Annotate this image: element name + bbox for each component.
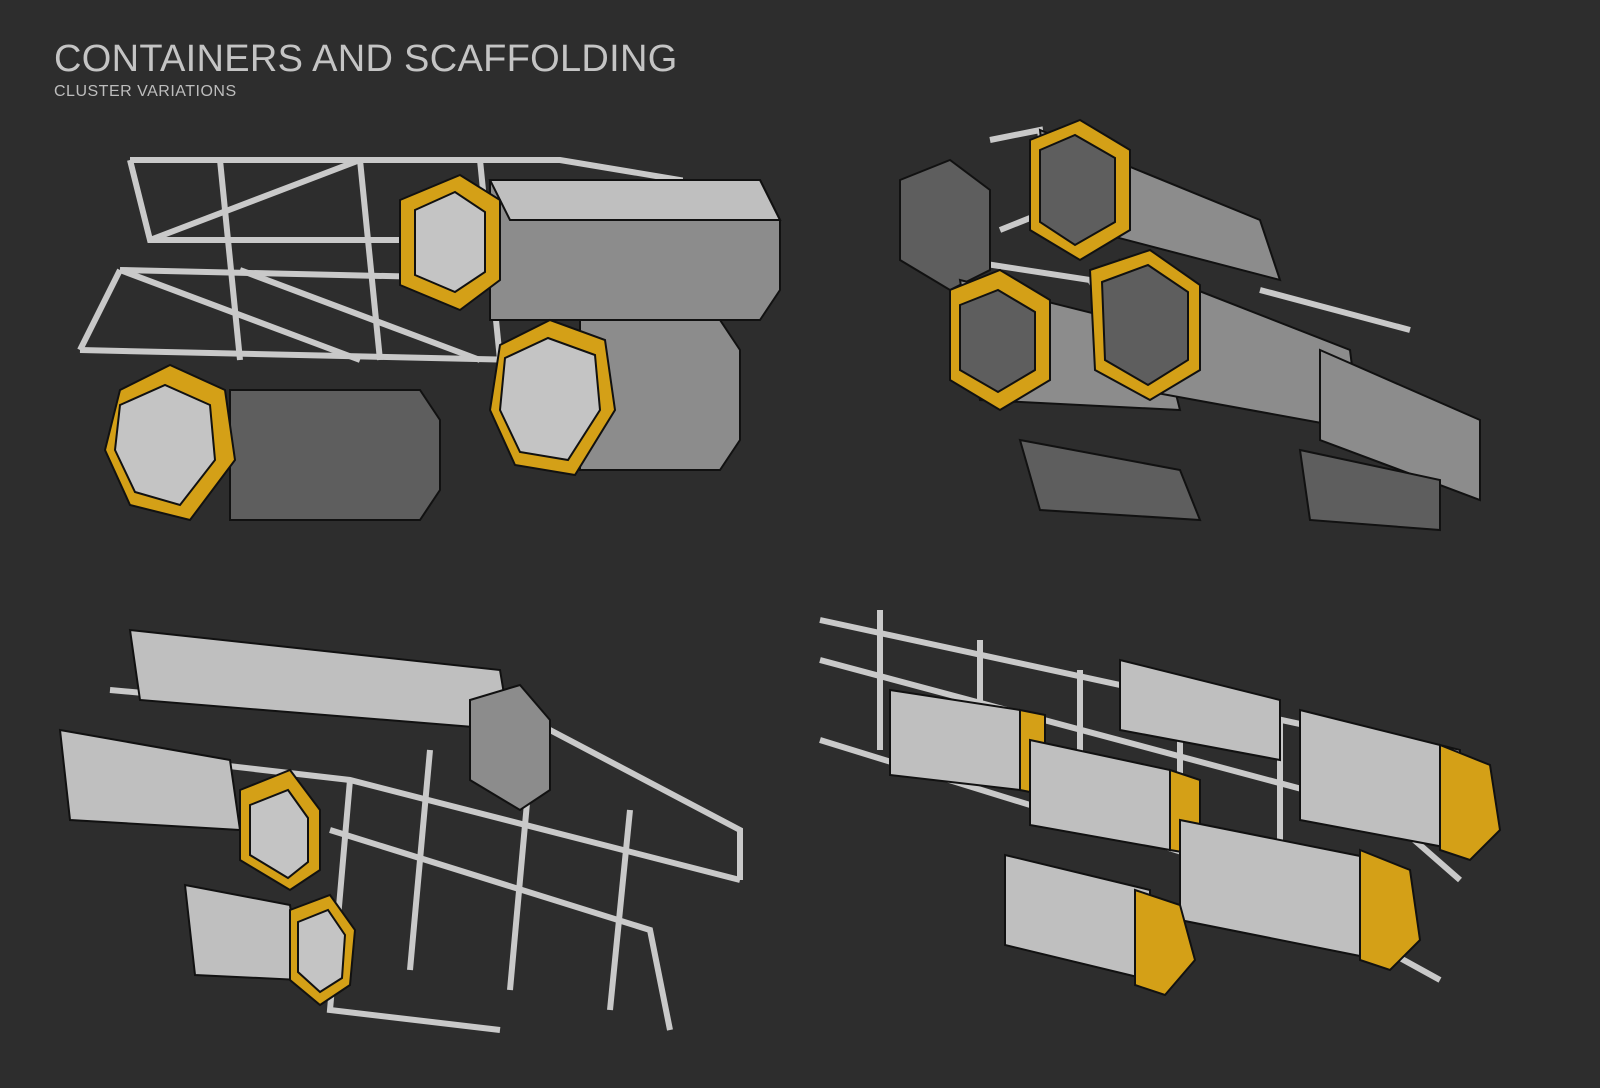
render-cluster-top-left	[77, 157, 782, 522]
page-subtitle: CLUSTER VARIATIONS	[54, 83, 237, 100]
render-cluster-top-right	[899, 118, 1481, 532]
render-cluster-bottom-right	[819, 610, 1502, 997]
render-cluster-bottom-left	[58, 628, 743, 1033]
page-title: CONTAINERS AND SCAFFOLDING	[54, 38, 678, 80]
header: CONTAINERS AND SCAFFOLDING CLUSTER VARIA…	[54, 40, 678, 100]
